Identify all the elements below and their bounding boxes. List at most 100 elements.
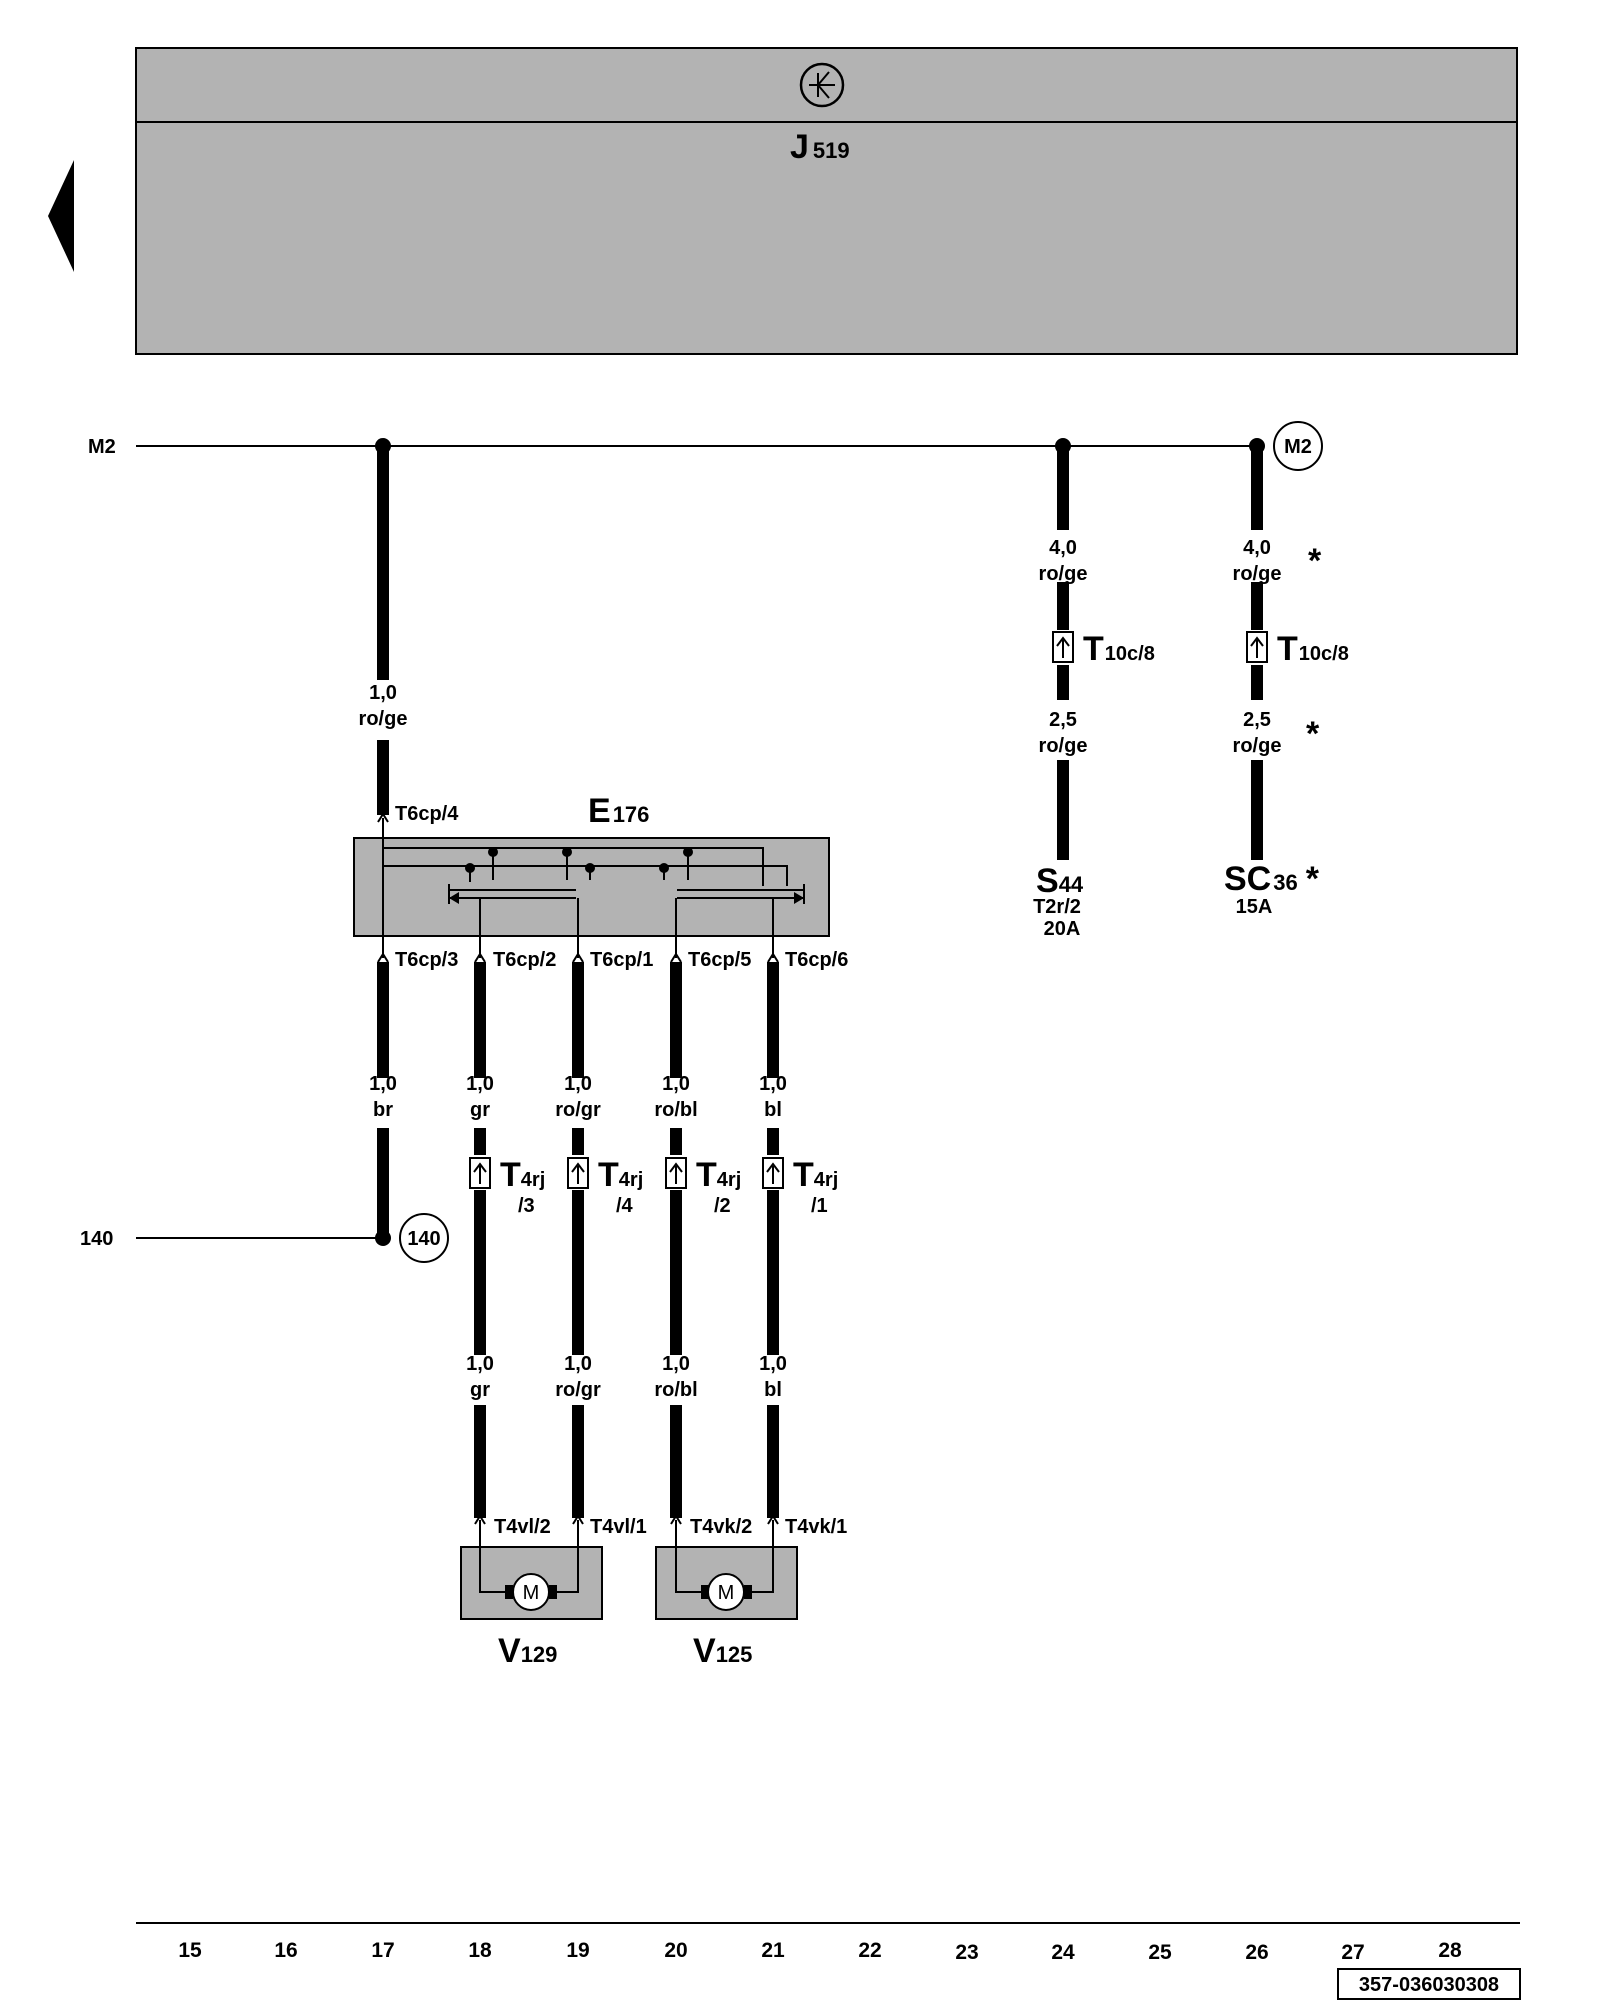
wire-color: gr bbox=[470, 1099, 490, 1121]
wire-size: 1,0 bbox=[369, 1073, 397, 1095]
svg-text:M: M bbox=[523, 1582, 540, 1604]
m2-label: M2 bbox=[88, 436, 116, 458]
column-number: 20 bbox=[664, 1939, 687, 1962]
wire-size: 1,0 bbox=[466, 1353, 494, 1375]
wire-color: ro/gr bbox=[555, 1379, 601, 1401]
line-140-reference-circle[interactable] bbox=[399, 1213, 449, 1263]
connector-t4rj-col20: T4rj /2 bbox=[665, 1156, 741, 1217]
column-number: 15 bbox=[178, 1939, 202, 1962]
pin-label: T6cp/3 bbox=[395, 949, 458, 971]
wire-color: ro/ge bbox=[1039, 735, 1088, 757]
motor-v129: T4vl/2 T4vl/1 M V129 bbox=[460, 1516, 647, 1670]
connector-label: T10c/8 bbox=[1277, 630, 1349, 668]
switch-e176: E176 bbox=[353, 792, 830, 958]
wire-color: br bbox=[373, 1099, 393, 1121]
pin-label: T6cp/4 bbox=[395, 803, 459, 825]
svg-text:T4rj: T4rj bbox=[500, 1156, 545, 1194]
connector-t4rj-col19: T4rj /4 bbox=[567, 1156, 643, 1217]
transistor-icon bbox=[799, 62, 845, 108]
svg-text:V129: V129 bbox=[498, 1632, 557, 1670]
column-number: 23 bbox=[955, 1941, 978, 1964]
wire-color: ro/bl bbox=[654, 1379, 697, 1401]
wire-size: 1,0 bbox=[662, 1353, 690, 1375]
svg-text:M: M bbox=[718, 1582, 735, 1604]
m2-reference-label: M2 bbox=[1284, 436, 1312, 458]
wire-size: 1,0 bbox=[662, 1073, 690, 1095]
pin-label: T6cp/1 bbox=[590, 949, 653, 971]
pin-label: T4vl/2 bbox=[494, 1516, 551, 1538]
doc-number-box bbox=[1337, 1968, 1521, 2000]
wire-size: 2,5 bbox=[1049, 709, 1077, 731]
motor-icon bbox=[512, 1573, 550, 1611]
connector-t10c-col26: T10c/8 bbox=[1246, 630, 1349, 668]
column-number: 25 bbox=[1148, 1941, 1172, 1964]
motor-icon bbox=[707, 1573, 745, 1611]
connector-label: T10c/8 bbox=[1083, 630, 1155, 668]
pin-label: T6cp/6 bbox=[785, 949, 848, 971]
wire-color: ro/ge bbox=[1233, 735, 1282, 757]
svg-text:V125: V125 bbox=[693, 1632, 752, 1670]
wire-color: ro/bl bbox=[654, 1099, 697, 1121]
column-number: 24 bbox=[1051, 1941, 1075, 1964]
line-140-label: 140 bbox=[80, 1228, 113, 1250]
svg-text:/2: /2 bbox=[714, 1195, 731, 1217]
svg-text:20A: 20A bbox=[1044, 918, 1081, 940]
column-number: 16 bbox=[274, 1939, 297, 1962]
line-140-reference-label: 140 bbox=[407, 1228, 440, 1250]
column-number: 28 bbox=[1438, 1939, 1462, 1962]
wire-size: 2,5 bbox=[1243, 709, 1271, 731]
wire-color: ro/ge bbox=[359, 708, 408, 730]
footnote-star: * bbox=[1306, 715, 1320, 753]
connector-t4rj-col18: T4rj /3 bbox=[469, 1156, 545, 1217]
pin-label: T4vk/1 bbox=[785, 1516, 847, 1538]
svg-text:S44: S44 bbox=[1036, 862, 1084, 900]
wire-color: ro/ge bbox=[1233, 563, 1282, 585]
wire-size: 4,0 bbox=[1243, 537, 1271, 559]
column-numbers: 15 16 17 18 19 20 21 22 23 24 25 26 27 28 bbox=[178, 1939, 1462, 1964]
wire-color: bl bbox=[764, 1379, 782, 1401]
pin-label: T4vk/2 bbox=[690, 1516, 752, 1538]
doc-number: 357-036030308 bbox=[1359, 1974, 1499, 1996]
wire-color: ro/gr bbox=[555, 1099, 601, 1121]
fuse-s44: S44 T2r/2 20A bbox=[1033, 862, 1084, 940]
svg-text:/4: /4 bbox=[616, 1195, 634, 1217]
column-number: 19 bbox=[566, 1939, 589, 1962]
column-number: 26 bbox=[1245, 1941, 1268, 1964]
svg-text:T2r/2: T2r/2 bbox=[1033, 896, 1081, 918]
wire-size: 1,0 bbox=[369, 682, 397, 704]
wire-color: gr bbox=[470, 1379, 490, 1401]
wire-size: 1,0 bbox=[564, 1073, 592, 1095]
column-number: 17 bbox=[371, 1939, 394, 1962]
wire-color: bl bbox=[764, 1099, 782, 1121]
column-number: 27 bbox=[1341, 1941, 1364, 1964]
wire-size: 1,0 bbox=[759, 1073, 787, 1095]
column-number: 18 bbox=[468, 1939, 492, 1962]
m2-reference-circle[interactable] bbox=[1273, 421, 1323, 471]
wire-color: ro/ge bbox=[1039, 563, 1088, 585]
wire-size: 1,0 bbox=[466, 1073, 494, 1095]
pin-arrows bbox=[377, 812, 779, 1525]
connector-t10c-col24: T10c/8 bbox=[1052, 630, 1155, 668]
wire-size: 1,0 bbox=[564, 1353, 592, 1375]
column-number: 22 bbox=[858, 1939, 881, 1962]
svg-text:T4rj: T4rj bbox=[598, 1156, 643, 1194]
wire-size: 4,0 bbox=[1049, 537, 1077, 559]
wire-segments bbox=[377, 450, 1263, 1518]
fuse-sc36: SC36* 15A bbox=[1224, 860, 1320, 918]
motor-v125: T4vk/2 T4vk/1 M V125 bbox=[655, 1516, 847, 1670]
svg-text:T4rj: T4rj bbox=[793, 1156, 838, 1194]
wire-size: 1,0 bbox=[759, 1353, 787, 1375]
connector-t4rj-col21: T4rj /1 bbox=[762, 1156, 838, 1217]
pin-label: T6cp/5 bbox=[688, 949, 751, 971]
svg-text:/1: /1 bbox=[811, 1195, 828, 1217]
svg-text:SC36*: SC36* bbox=[1224, 860, 1320, 898]
svg-text:T4rj: T4rj bbox=[696, 1156, 741, 1194]
column-number: 21 bbox=[761, 1939, 785, 1962]
svg-text:/3: /3 bbox=[518, 1195, 535, 1217]
e176-label: E176 bbox=[588, 792, 649, 830]
back-arrow-icon[interactable] bbox=[48, 160, 74, 272]
footnote-star: * bbox=[1308, 542, 1322, 580]
pin-label: T6cp/2 bbox=[493, 949, 556, 971]
